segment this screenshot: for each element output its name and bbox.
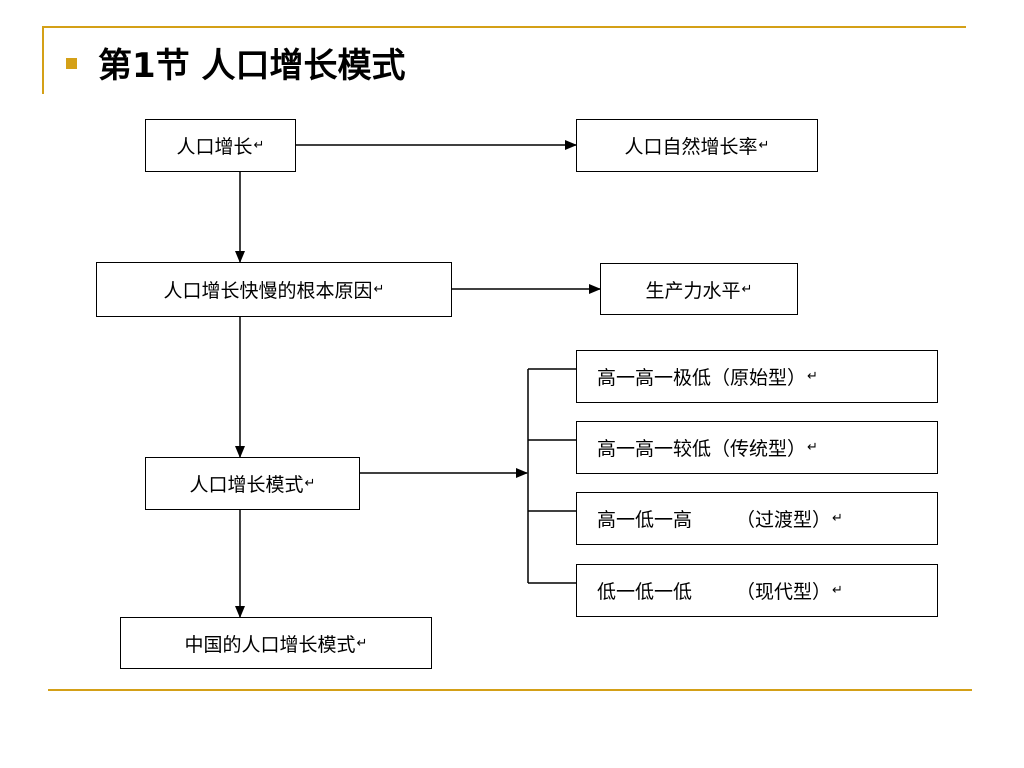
node-natural-growth-rate: 人口自然增长率↵ bbox=[576, 119, 818, 172]
return-mark: ↵ bbox=[832, 583, 843, 598]
type-rates: 高一高一极低 bbox=[597, 367, 712, 389]
node-label: 人口增长 bbox=[176, 136, 253, 158]
return-mark: ↵ bbox=[758, 138, 770, 153]
type-name: （传统型） bbox=[711, 438, 807, 460]
node-label: 生产力水平 bbox=[645, 279, 741, 302]
top-rule bbox=[42, 26, 966, 28]
node-type-primitive: 高一高一极低（原始型）↵ bbox=[576, 350, 938, 403]
type-rates: 低一低一低 bbox=[597, 581, 693, 603]
square-bullet-icon bbox=[66, 58, 77, 69]
node-label: 中国的人口增长模式 bbox=[184, 633, 356, 656]
node-type-traditional: 高一高一较低（传统型）↵ bbox=[576, 421, 938, 474]
node-label: 人口增长快慢的根本原因 bbox=[163, 280, 373, 302]
return-mark: ↵ bbox=[741, 281, 753, 297]
return-mark: ↵ bbox=[807, 369, 818, 384]
return-mark: ↵ bbox=[832, 511, 843, 526]
node-china-pattern: 中国的人口增长模式↵ bbox=[120, 617, 432, 669]
return-mark: ↵ bbox=[807, 440, 818, 455]
slide-title: 第1节 人口增长模式 bbox=[98, 46, 406, 86]
node-growth-pattern: 人口增长模式↵ bbox=[145, 457, 360, 510]
return-mark: ↵ bbox=[304, 476, 316, 491]
return-mark: ↵ bbox=[373, 282, 385, 297]
node-root-cause: 人口增长快慢的根本原因↵ bbox=[96, 262, 452, 317]
node-population-growth: 人口增长↵ bbox=[145, 119, 296, 172]
return-mark: ↵ bbox=[356, 635, 368, 651]
return-mark: ↵ bbox=[253, 138, 265, 153]
node-type-transitional: 高一低一高 （过渡型）↵ bbox=[576, 492, 938, 545]
node-label: 人口增长模式 bbox=[189, 474, 304, 496]
type-name: （过渡型） bbox=[736, 509, 832, 531]
left-rule bbox=[42, 26, 44, 94]
type-rates: 高一低一高 bbox=[597, 509, 693, 531]
bottom-rule bbox=[48, 689, 972, 691]
type-rates: 高一高一较低 bbox=[597, 438, 712, 460]
node-type-modern: 低一低一低 （现代型）↵ bbox=[576, 564, 938, 617]
node-productivity: 生产力水平↵ bbox=[600, 263, 798, 315]
node-label: 人口自然增长率 bbox=[624, 136, 758, 158]
type-name: （现代型） bbox=[736, 581, 832, 603]
type-name: （原始型） bbox=[711, 367, 807, 389]
